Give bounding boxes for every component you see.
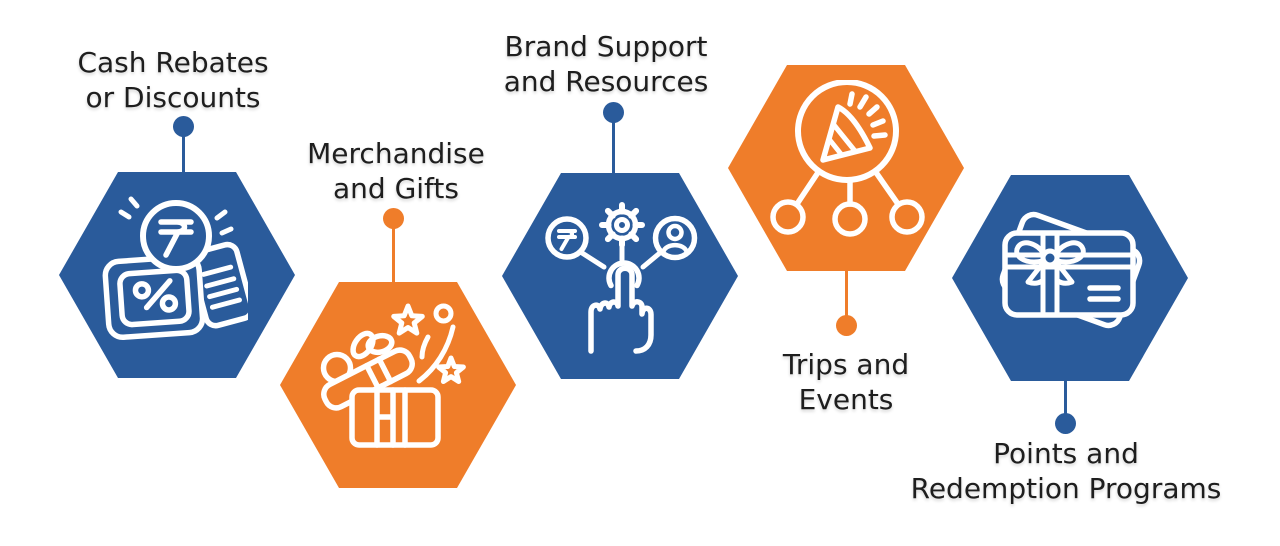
label-line2: or Discounts xyxy=(85,81,261,114)
connector-line xyxy=(181,135,185,173)
party-popper-network-icon xyxy=(770,80,925,237)
connector-dot xyxy=(173,116,194,137)
item-label: Merchandise and Gifts xyxy=(226,136,566,206)
connector-line xyxy=(1063,381,1067,415)
connector-dot xyxy=(383,208,404,229)
label-line1: Trips and xyxy=(782,348,910,381)
connector-dot xyxy=(1055,413,1076,434)
gift-cards-bow-icon xyxy=(999,211,1143,329)
item-label: Points and Redemption Programs xyxy=(896,436,1236,506)
label-line1: Cash Rebates xyxy=(77,46,269,79)
open-gift-box-icon xyxy=(320,303,466,448)
item-label: Brand Support and Resources xyxy=(436,29,776,99)
label-line2: and Resources xyxy=(503,65,709,98)
connector-dot xyxy=(603,102,624,123)
label-line1: Merchandise xyxy=(307,137,485,170)
label-line2: Events xyxy=(798,383,894,416)
rupee-coin-discount-cards-icon xyxy=(102,196,248,340)
connector-line xyxy=(611,121,615,174)
hand-click-options-icon xyxy=(545,202,698,354)
label-line2: and Gifts xyxy=(333,172,459,205)
label-line1: Points and xyxy=(993,437,1139,470)
item-label: Cash Rebates or Discounts xyxy=(3,45,343,115)
label-line1: Brand Support xyxy=(504,30,708,63)
connector-line xyxy=(844,271,848,317)
connector-dot xyxy=(836,315,857,336)
connector-line xyxy=(391,227,395,283)
label-line2: Redemption Programs xyxy=(910,472,1222,505)
item-label: Trips and Events xyxy=(676,347,1016,417)
